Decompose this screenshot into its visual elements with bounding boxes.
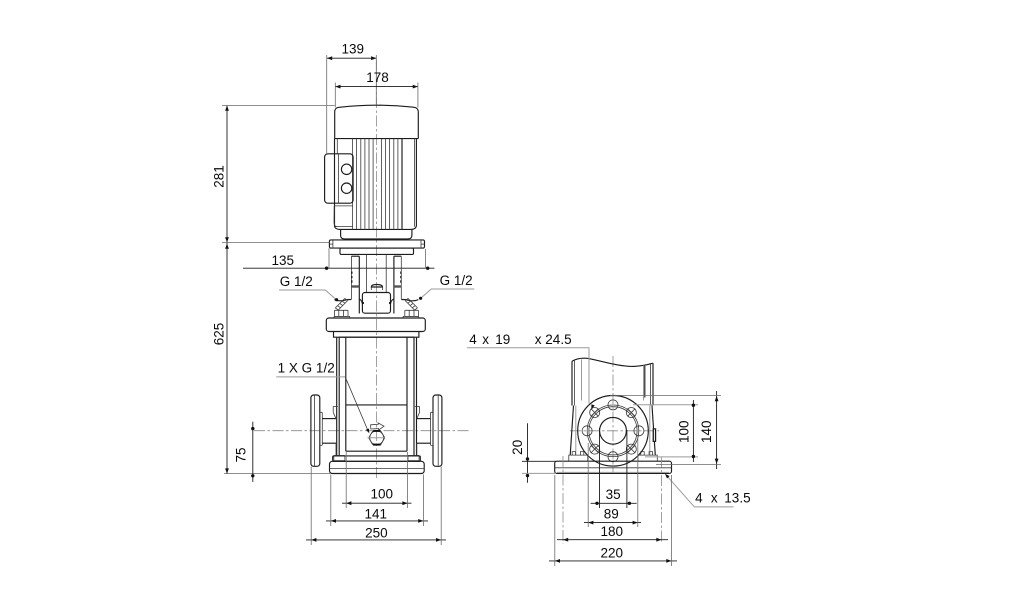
svg-text:140: 140 <box>699 420 714 443</box>
svg-text:141: 141 <box>365 507 388 522</box>
svg-text:x: x <box>482 332 489 347</box>
svg-text:100: 100 <box>677 420 692 443</box>
svg-text:x: x <box>711 491 718 506</box>
svg-text:G 1/2: G 1/2 <box>280 274 313 289</box>
svg-text:x: x <box>535 332 542 347</box>
svg-text:G 1/2: G 1/2 <box>440 273 473 288</box>
svg-text:75: 75 <box>234 447 249 462</box>
svg-text:1 X G 1/2: 1 X G 1/2 <box>278 361 335 376</box>
svg-text:281: 281 <box>212 165 227 188</box>
svg-text:4: 4 <box>469 332 477 347</box>
svg-text:135: 135 <box>272 253 295 268</box>
svg-text:19: 19 <box>495 332 510 347</box>
svg-text:180: 180 <box>601 524 624 539</box>
svg-text:100: 100 <box>371 486 394 501</box>
svg-text:625: 625 <box>212 323 227 346</box>
svg-text:250: 250 <box>365 525 388 540</box>
svg-text:13.5: 13.5 <box>724 491 750 506</box>
svg-text:178: 178 <box>366 70 389 85</box>
svg-text:89: 89 <box>604 507 619 522</box>
svg-text:4: 4 <box>695 491 703 506</box>
svg-text:220: 220 <box>601 545 624 560</box>
svg-text:20: 20 <box>510 440 525 455</box>
svg-text:139: 139 <box>342 42 365 57</box>
svg-text:35: 35 <box>606 487 621 502</box>
svg-text:24.5: 24.5 <box>545 332 571 347</box>
